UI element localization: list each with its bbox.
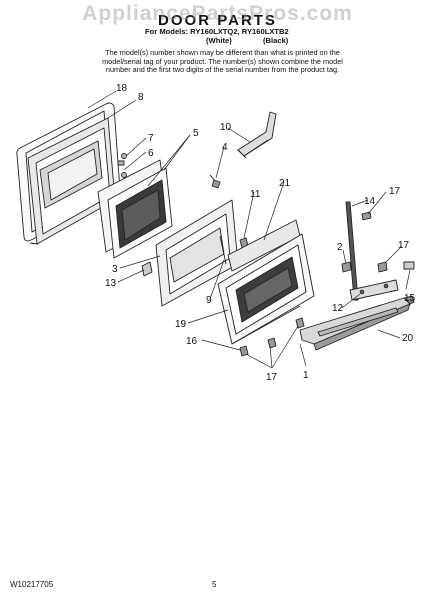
inner-door-liner-part	[27, 117, 116, 245]
hinge-bracket-part	[349, 279, 399, 301]
door-strip-part	[345, 201, 359, 301]
callout-16: 16	[186, 336, 198, 347]
callout-20: 20	[402, 333, 414, 344]
bottom-screws-part	[239, 317, 305, 357]
label-15-part	[403, 261, 415, 270]
callout-10: 10	[220, 122, 232, 133]
callout-17b: 17	[398, 240, 410, 251]
watermark: AppliancePartsPros.com	[82, 2, 353, 25]
callout-4: 4	[222, 142, 228, 153]
callout-labels: 18 8 7 6 5 10 4 11 21 14 17 3 13 9 2 17 …	[105, 83, 416, 383]
vent-bracket-part	[237, 111, 277, 159]
leader-lines	[87, 90, 411, 369]
door-handle-part	[299, 295, 415, 351]
callout-17a: 17	[389, 186, 401, 197]
callout-5: 5	[193, 128, 199, 139]
callout-1: 1	[303, 370, 309, 381]
callout-15: 15	[404, 293, 416, 304]
page-title: DOOR PARTS	[158, 12, 277, 29]
callout-3: 3	[112, 264, 118, 275]
callout-21: 21	[279, 178, 291, 189]
page-number: 5	[212, 580, 217, 589]
callout-6: 6	[148, 148, 154, 159]
model-white-label: (White)	[206, 36, 232, 45]
screw-2-part	[341, 261, 352, 273]
callout-8: 8	[138, 92, 144, 103]
callout-2: 2	[337, 242, 343, 253]
callout-14: 14	[364, 196, 376, 207]
callout-11: 11	[250, 189, 261, 200]
document-number: W10217705	[10, 580, 54, 589]
callout-19: 19	[175, 319, 187, 330]
models-line: For Models: RY160LXTQ2, RY160LXTB2	[145, 27, 289, 36]
model-black-label: (Black)	[263, 36, 289, 45]
model-list: For Models: RY160LXTQ2, RY160LXTB2 (Whit…	[145, 27, 320, 45]
model-note: The model(s) number shown may be differe…	[102, 48, 343, 75]
screws-17-part	[361, 211, 388, 273]
callout-12: 12	[332, 303, 344, 314]
rating-tag-part	[141, 261, 153, 277]
clips-part	[117, 153, 127, 178]
outer-door-panel-part	[217, 233, 315, 345]
callout-7: 7	[148, 133, 154, 144]
screw-part	[209, 174, 221, 189]
callout-18: 18	[116, 83, 128, 94]
callout-17c: 17	[266, 372, 278, 383]
callout-13: 13	[105, 278, 117, 289]
callout-9: 9	[206, 295, 212, 306]
